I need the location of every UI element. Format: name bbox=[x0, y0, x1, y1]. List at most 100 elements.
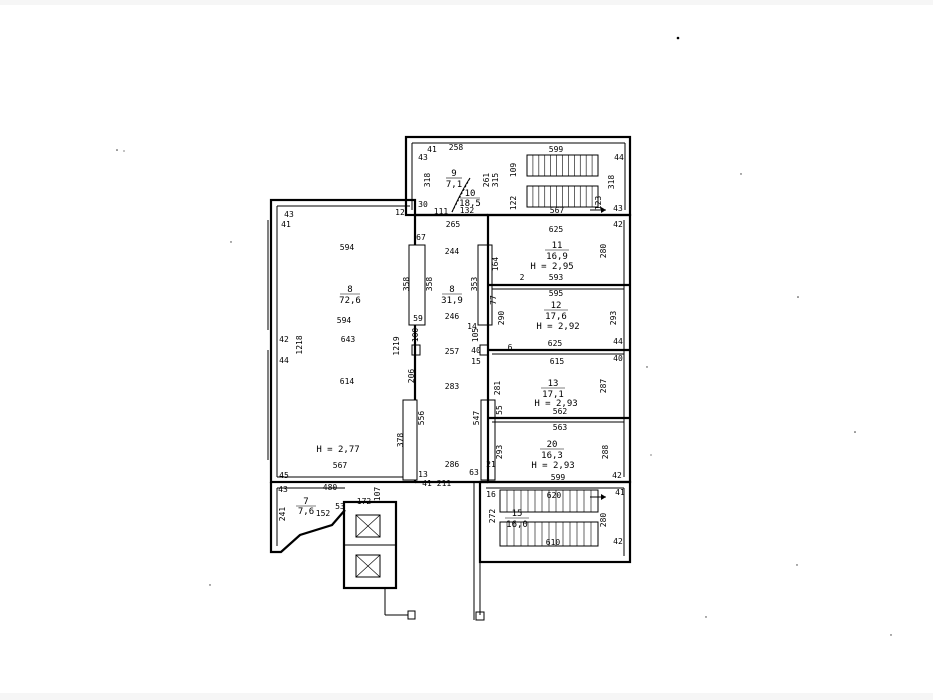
dimension-label: 77 bbox=[489, 295, 498, 305]
dimension-label: 272 bbox=[488, 509, 497, 524]
room-number: 12 bbox=[551, 301, 562, 311]
dimension-label: 244 bbox=[445, 247, 460, 256]
dimension-label: 615 bbox=[550, 357, 565, 366]
dimension-label: 41 bbox=[427, 145, 437, 154]
dimension-label: 257 bbox=[445, 347, 460, 356]
dimension-label: 12 bbox=[395, 208, 405, 217]
dimension-label: 45 bbox=[279, 471, 289, 480]
dimension-label: 105 bbox=[471, 328, 480, 343]
dimension-label: 42 bbox=[613, 220, 623, 229]
dimension-label: 562 bbox=[553, 407, 568, 416]
dimension-label: 6 bbox=[508, 343, 513, 352]
dimension-label: 547 bbox=[472, 411, 481, 426]
room-height: H = 2,77 bbox=[316, 445, 359, 455]
dimension-label: 280 bbox=[599, 244, 608, 259]
dimension-label: 594 bbox=[340, 243, 355, 252]
dimension-label: 286 bbox=[445, 460, 460, 469]
dimension-label: 283 bbox=[445, 382, 460, 391]
dimension-label: 594 bbox=[337, 316, 352, 325]
dimension-label: 41 bbox=[422, 479, 432, 488]
dimension-label: 614 bbox=[340, 377, 355, 386]
dimension-label: 567 bbox=[550, 206, 565, 215]
stair-bottom bbox=[499, 489, 599, 547]
dimension-label: 353 bbox=[470, 277, 479, 292]
room-height: H = 2,95 bbox=[530, 262, 573, 272]
dimension-label: 1219 bbox=[392, 336, 401, 355]
dimension-label: 122 bbox=[509, 196, 518, 211]
room-area: 16,9 bbox=[546, 252, 568, 262]
dimension-label: 280 bbox=[599, 513, 608, 528]
dimension-label: 287 bbox=[599, 379, 608, 394]
dimension-label: 172 bbox=[357, 497, 372, 506]
stair-top bbox=[526, 154, 599, 208]
dimension-label: 563 bbox=[553, 423, 568, 432]
room-number: 20 bbox=[547, 440, 558, 450]
dimension-label: 63 bbox=[469, 468, 479, 477]
dimension-label: 15 bbox=[471, 357, 481, 366]
dimension-label: 567 bbox=[333, 461, 348, 470]
dimension-label: 43 bbox=[284, 210, 294, 219]
dimension-label: 42 bbox=[612, 471, 622, 480]
dimension-label: 288 bbox=[601, 445, 610, 460]
dimension-label: 480 bbox=[323, 483, 338, 492]
dimension-label: 40 bbox=[471, 346, 481, 355]
dimension-label: 59 bbox=[413, 314, 423, 323]
dimension-label: 595 bbox=[549, 289, 564, 298]
room-height: H = 2,92 bbox=[536, 322, 579, 332]
room-area: 18,5 bbox=[459, 199, 481, 209]
dimension-label: 41 bbox=[615, 488, 625, 497]
dimension-label: 378 bbox=[396, 433, 405, 448]
dimension-label: 315 bbox=[491, 173, 500, 188]
room-area: 72,6 bbox=[339, 296, 361, 306]
dimension-label: 281 bbox=[493, 381, 502, 396]
room-height: H = 2,93 bbox=[531, 461, 574, 471]
room-area: 16,3 bbox=[541, 451, 563, 461]
dimension-label: 43 bbox=[613, 204, 623, 213]
dimension-label: 44 bbox=[279, 356, 289, 365]
dimension-label: 13 bbox=[418, 470, 428, 479]
dimension-label: 16 bbox=[486, 490, 496, 499]
elevator-icon bbox=[355, 514, 381, 578]
dimension-label: 132 bbox=[460, 206, 475, 215]
dimension-label: 610 bbox=[546, 538, 561, 547]
walls bbox=[267, 135, 632, 621]
dimension-label: 358 bbox=[402, 277, 411, 292]
dimension-label: 43 bbox=[418, 153, 428, 162]
dimension-label: 152 bbox=[316, 509, 331, 518]
dimension-label: 42 bbox=[613, 537, 623, 546]
dimension-label: 2 bbox=[520, 273, 525, 282]
dimension-label: 358 bbox=[425, 277, 434, 292]
dimension-label: 111 bbox=[434, 207, 449, 216]
room-number: 8 bbox=[347, 285, 352, 295]
room-area: 17,1 bbox=[542, 390, 564, 400]
dimension-label: 44 bbox=[613, 337, 623, 346]
dimension-label: 107 bbox=[373, 487, 382, 502]
room-number: 15 bbox=[512, 509, 523, 519]
dimension-label: 41 bbox=[281, 220, 291, 229]
room-number: 9 bbox=[451, 169, 456, 179]
dimension-label: 246 bbox=[445, 312, 460, 321]
dimension-label: 556 bbox=[417, 411, 426, 426]
room-area: 31,9 bbox=[441, 296, 463, 306]
room-number: 7 bbox=[303, 497, 308, 507]
dimension-label: 290 bbox=[497, 311, 506, 326]
dimension-label: 293 bbox=[609, 311, 618, 326]
room-area: 7,6 bbox=[298, 507, 314, 517]
dimension-label: 100 bbox=[411, 328, 420, 343]
dimension-label: 620 bbox=[547, 491, 562, 500]
room-area: 16,0 bbox=[506, 520, 528, 530]
dimension-label: 53 bbox=[335, 502, 345, 511]
dimension-label: 164 bbox=[491, 257, 500, 272]
dimension-label: 599 bbox=[549, 145, 564, 154]
dimension-label: 625 bbox=[548, 339, 563, 348]
stair-arrow-icon bbox=[590, 207, 606, 500]
dimension-label: 599 bbox=[551, 473, 566, 482]
room-number: 13 bbox=[548, 379, 559, 389]
dimension-label: 258 bbox=[449, 143, 464, 152]
room-labels: 8 72,6 H = 2,77 8 31,9 9 7,1 10 18,5 11 … bbox=[296, 169, 580, 530]
dimension-label: 593 bbox=[549, 273, 564, 282]
room-area: 17,6 bbox=[545, 312, 567, 322]
dimension-label: 67 bbox=[416, 233, 426, 242]
dimension-label: 109 bbox=[509, 163, 518, 178]
room-area: 7,1 bbox=[446, 180, 462, 190]
